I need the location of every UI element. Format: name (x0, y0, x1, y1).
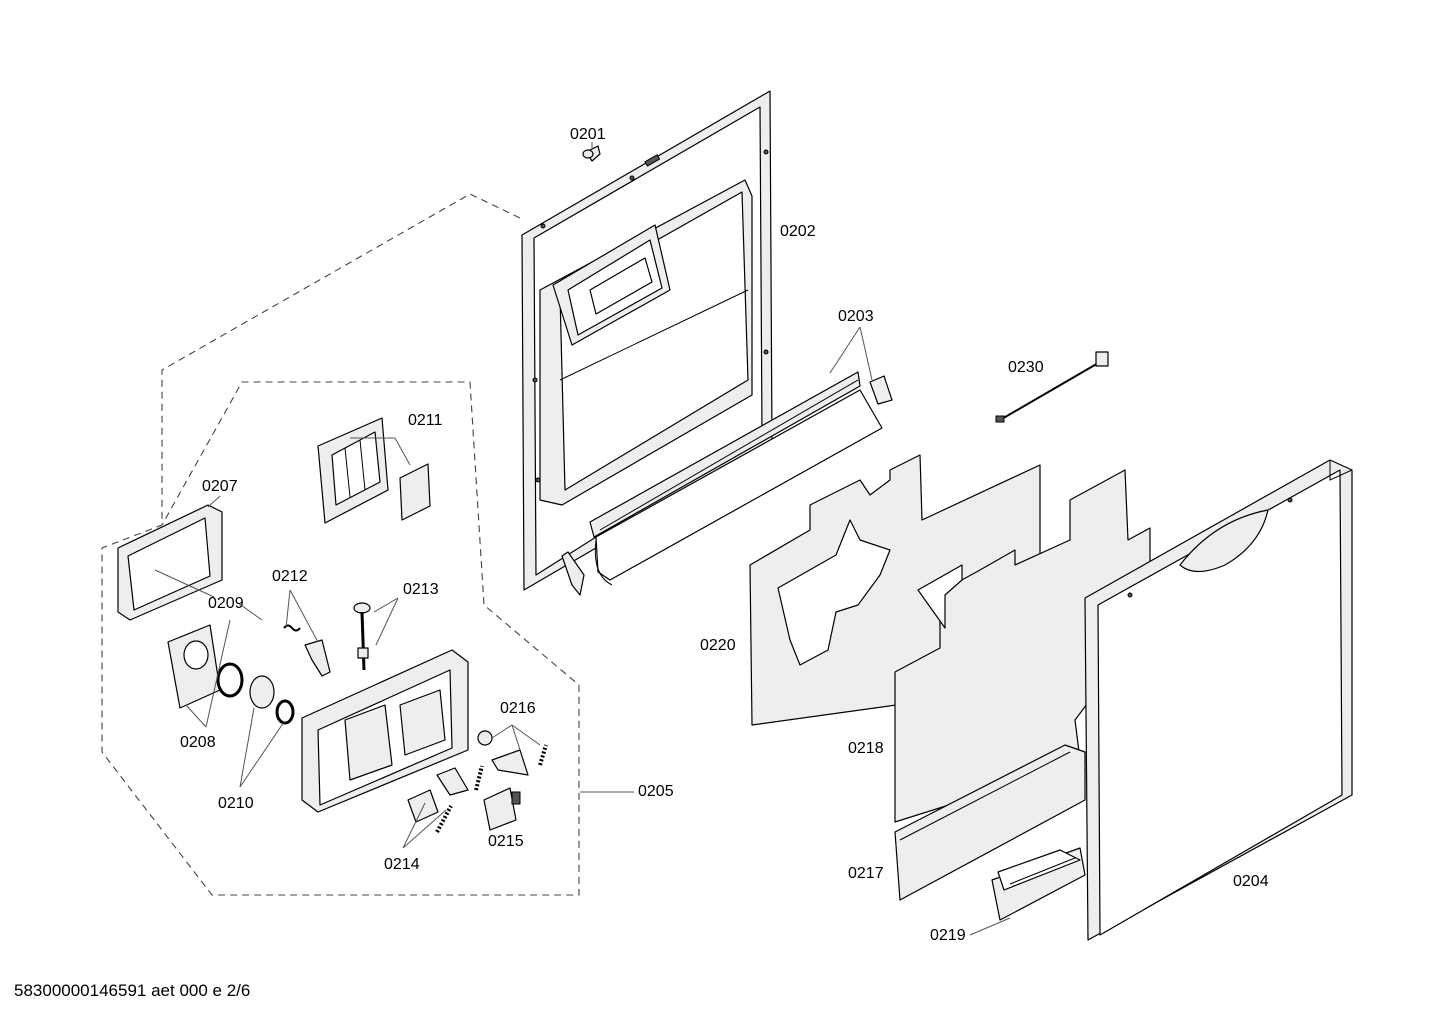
callout-0209: 0209 (208, 595, 244, 612)
callout-0212: 0212 (272, 568, 308, 585)
callout-0230: 0230 (1008, 359, 1044, 376)
document-code: 58300000146591 aet 000 e 2/6 (14, 981, 251, 1000)
callout-0213: 0213 (403, 581, 439, 598)
callout-0207: 0207 (202, 478, 238, 495)
callout-0203: 0203 (838, 308, 874, 325)
door-assembly-boundary (101, 193, 580, 896)
actuator-levers[interactable] (407, 767, 469, 833)
callout-0204: 0204 (1233, 873, 1269, 890)
door-seal-strip[interactable] (561, 371, 893, 596)
lever-springs[interactable] (474, 730, 548, 791)
callout-0216: 0216 (500, 700, 536, 717)
leader-lines (154, 142, 1011, 936)
callout-labels: 0201 0202 0203 0230 0211 0207 0212 0213 … (180, 126, 1269, 944)
filter-part[interactable] (317, 417, 431, 524)
outer-door-panel[interactable] (1084, 459, 1353, 941)
switch-part[interactable] (483, 787, 521, 831)
callout-0208: 0208 (180, 734, 216, 751)
valve-stem[interactable] (353, 602, 371, 671)
callout-0201: 0201 (570, 126, 606, 143)
spring-lever[interactable] (283, 624, 331, 677)
callout-0202: 0202 (780, 223, 816, 240)
ring-seals[interactable] (216, 662, 295, 725)
callout-0211: 0211 (408, 412, 443, 429)
callout-0215: 0215 (488, 833, 524, 850)
cable-tie-part[interactable] (995, 351, 1109, 423)
dispenser-body[interactable] (301, 649, 469, 813)
callout-0218: 0218 (848, 740, 884, 757)
handle-strip[interactable] (991, 847, 1086, 921)
callout-0219: 0219 (930, 927, 966, 944)
callout-0214: 0214 (384, 856, 420, 873)
front-strip[interactable] (894, 744, 1086, 901)
dispenser-lid[interactable] (167, 624, 221, 709)
screw-part[interactable] (582, 145, 601, 162)
callout-0217: 0217 (848, 865, 884, 882)
callout-0220: 0220 (700, 637, 736, 654)
dispenser-frame[interactable] (117, 504, 223, 621)
callout-0210: 0210 (218, 795, 254, 812)
callout-0205: 0205 (638, 783, 674, 800)
